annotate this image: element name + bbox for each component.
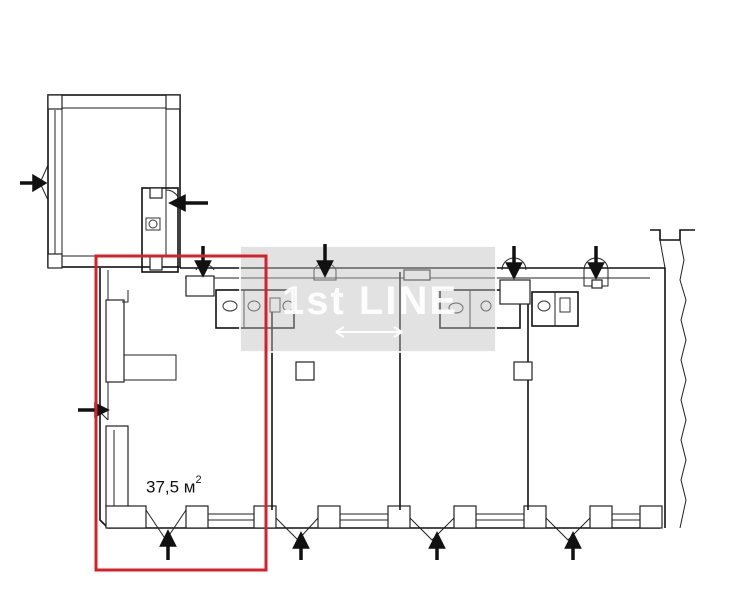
watermark: 1st LINE — [239, 245, 497, 353]
toilet-icon — [537, 300, 551, 312]
area-label: 37,5 м2 — [146, 474, 202, 498]
bathroom-block-1 — [185, 275, 295, 329]
unit-partitions — [271, 269, 533, 510]
area-value: 37,5 м — [146, 477, 196, 497]
sink-icon — [269, 297, 281, 313]
highlighted-unit-outline — [94, 254, 268, 572]
bathroom-block-3 — [531, 291, 579, 327]
area-unit-superscript: 2 — [195, 474, 202, 486]
toilet-icon — [247, 300, 261, 312]
annex-room — [39, 94, 181, 269]
sink-icon — [559, 297, 571, 313]
toilet-icon — [148, 219, 158, 229]
toilet-icon — [222, 300, 238, 312]
left-room — [99, 270, 177, 529]
toilet-icon — [448, 302, 464, 314]
window-bays — [185, 505, 663, 529]
watermark-text: 1st LINE — [282, 279, 458, 323]
sink-icon — [480, 300, 492, 312]
bathroom-block-2 — [439, 279, 531, 329]
main-outline — [99, 229, 695, 529]
double-arrow-icon — [335, 326, 403, 338]
sink-icon — [282, 300, 294, 312]
entrance-arrow-icon — [20, 173, 605, 560]
